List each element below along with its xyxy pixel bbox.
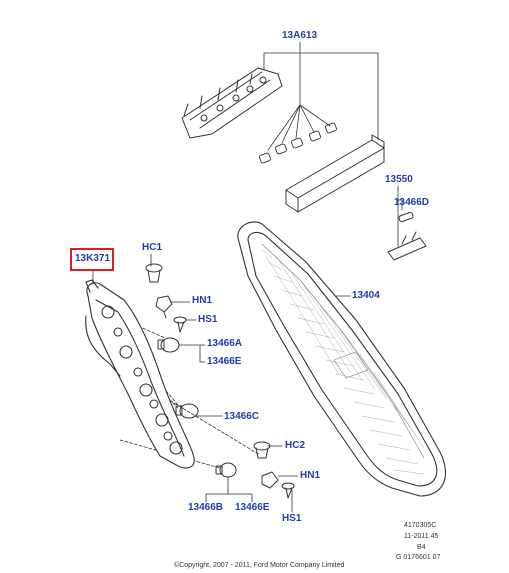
- part-label-13466E-bottom[interactable]: 13466E: [235, 502, 270, 513]
- bulb-13466C-drawing: [175, 403, 199, 419]
- diagram-code-1: 4170305C: [404, 522, 437, 529]
- part-label-13466A[interactable]: 13466A: [207, 338, 243, 349]
- highlight-box-13K371: [70, 248, 114, 271]
- part-label-HN1-top[interactable]: HN1: [192, 295, 213, 306]
- part-label-13466B[interactable]: 13466B: [188, 502, 224, 513]
- bracket-13466D-drawing: [387, 211, 427, 261]
- connector-13A613-drawing: [181, 67, 283, 139]
- part-label-13550[interactable]: 13550: [385, 174, 413, 185]
- part-label-HC2[interactable]: HC2: [285, 440, 306, 451]
- lens-13404-drawing: [237, 221, 447, 497]
- diagram-code-4: G 0176601 07: [396, 554, 441, 561]
- part-label-13466E-top[interactable]: 13466E: [207, 356, 242, 367]
- part-label-HN1-bottom[interactable]: HN1: [300, 470, 321, 481]
- part-label-13K371[interactable]: 13K371: [75, 253, 111, 264]
- bulbs-13A613: [259, 122, 337, 164]
- light-bar-drawing: [285, 134, 385, 213]
- part-label-13404[interactable]: 13404: [352, 290, 380, 301]
- fasteners-top-drawing: [155, 295, 187, 333]
- part-label-HS1-bottom[interactable]: HS1: [282, 513, 302, 524]
- part-label-13A613[interactable]: 13A613: [282, 30, 318, 41]
- screw-HC2-drawing: [253, 441, 271, 459]
- housing-13K371-drawing: [85, 279, 195, 469]
- part-label-HC1[interactable]: HC1: [142, 242, 163, 253]
- screw-HC1-drawing: [145, 263, 163, 283]
- bulb-13466B-drawing: [215, 462, 237, 478]
- part-label-13466D[interactable]: 13466D: [394, 197, 430, 208]
- fasteners-bottom-drawing: [261, 471, 295, 499]
- copyright-notice: ©Copyright, 2007 - 2011, Ford Motor Comp…: [174, 562, 345, 569]
- diagram-code-2: 11-2011 45: [404, 533, 439, 540]
- part-label-13466C[interactable]: 13466C: [224, 411, 260, 422]
- part-label-HS1-top[interactable]: HS1: [198, 314, 218, 325]
- diagram-code-3: B4: [417, 544, 426, 551]
- bulb-13466A-drawing: [157, 337, 180, 353]
